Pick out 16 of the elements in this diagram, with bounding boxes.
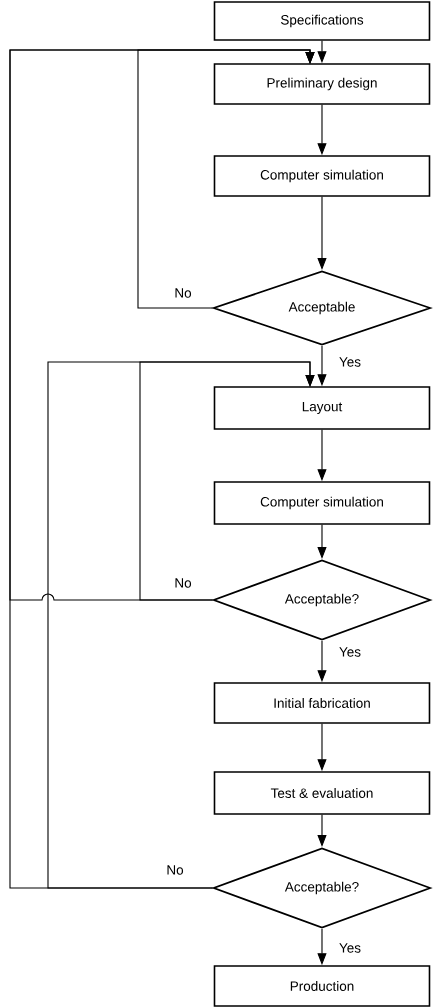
process-box: Test & evaluation — [213, 771, 431, 815]
edge-label: No — [173, 577, 193, 589]
process-box: Initial fabrication — [213, 682, 431, 724]
edge-label: Yes — [338, 356, 362, 368]
process-box: Production — [213, 965, 431, 1007]
process-box: Computer simulation — [213, 481, 431, 525]
edge-label: No — [165, 864, 185, 876]
process-box: Computer simulation — [213, 155, 431, 197]
edge-label: Yes — [338, 942, 362, 954]
edge-label: No — [173, 287, 193, 299]
arrow — [9, 49, 315, 889]
process-box: Preliminary design — [213, 63, 431, 105]
process-box: Specifications — [213, 1, 431, 41]
edge-label: Yes — [338, 646, 362, 658]
arrow — [47, 361, 315, 889]
process-box: Layout — [213, 386, 431, 430]
